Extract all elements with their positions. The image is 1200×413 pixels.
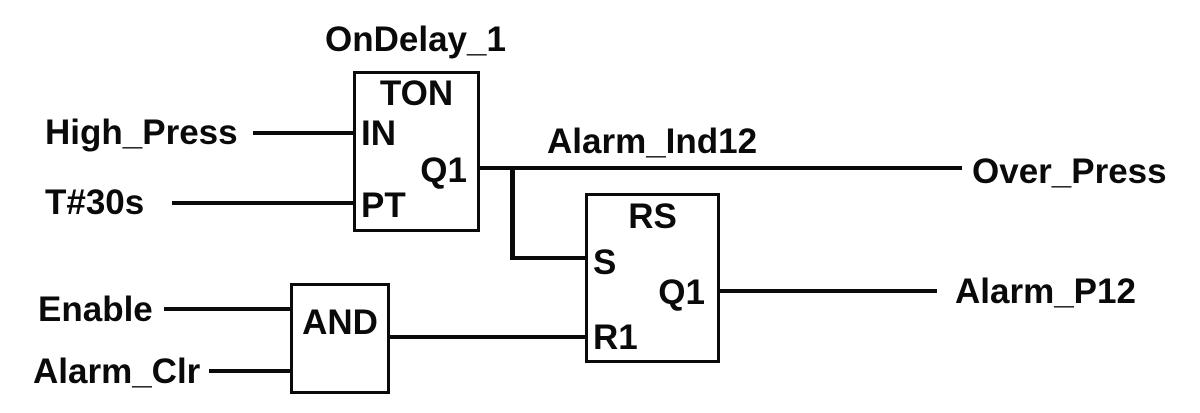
signal-label-over-press: Over_Press xyxy=(972,152,1167,191)
wire-alarm-clr-to-and xyxy=(209,369,292,373)
wire-enable-to-and xyxy=(164,307,292,311)
wire-branch-to-rs-s xyxy=(510,256,588,260)
signal-label-alarm-ind: Alarm_Ind12 xyxy=(547,122,758,161)
wire-branch-vertical xyxy=(510,166,515,260)
wire-high-press-to-ton-in xyxy=(253,131,355,135)
signal-label-enable: Enable xyxy=(38,290,153,329)
ton-type-label: TON xyxy=(379,74,454,113)
rs-pin-r1: R1 xyxy=(593,318,638,357)
signal-label-preset-time: T#30s xyxy=(45,183,145,222)
wire-rs-q1-to-alarm-p12 xyxy=(718,289,937,293)
ton-instance-label: OnDelay_1 xyxy=(325,20,506,59)
rs-pin-q1: Q1 xyxy=(658,273,705,312)
rs-block: RS S Q1 R1 xyxy=(585,193,720,363)
wire-and-to-rs-r1 xyxy=(388,335,587,339)
wire-preset-time-to-ton-pt xyxy=(172,201,355,205)
signal-label-alarm-p12: Alarm_P12 xyxy=(955,272,1136,311)
wire-ton-q1-to-over-press xyxy=(478,166,962,170)
rs-pin-s: S xyxy=(593,243,617,282)
signal-label-high-press: High_Press xyxy=(45,113,238,152)
ton-pin-pt: PT xyxy=(361,186,406,225)
signal-label-alarm-clr: Alarm_Clr xyxy=(33,352,201,391)
and-block: AND xyxy=(290,283,390,394)
ton-pin-in: IN xyxy=(361,114,396,153)
and-type-label: AND xyxy=(302,303,378,342)
ton-block: TON IN Q1 PT xyxy=(353,71,480,232)
ton-pin-q1: Q1 xyxy=(420,151,467,190)
rs-type-label: RS xyxy=(628,197,677,236)
